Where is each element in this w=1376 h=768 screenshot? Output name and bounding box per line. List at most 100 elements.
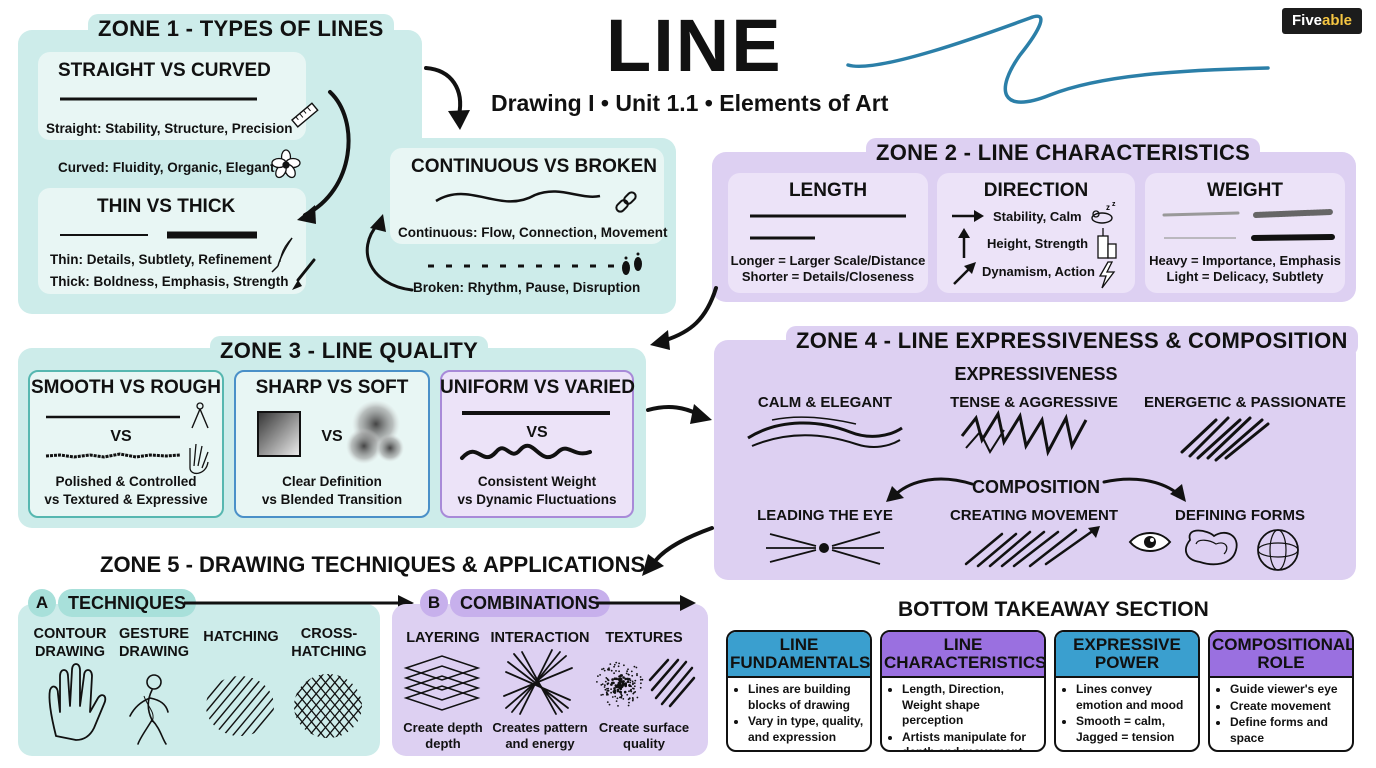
smooth-rough-vs: VS <box>110 428 132 445</box>
combination-interaction-desc2: and energy <box>505 736 575 751</box>
stipple-dot <box>604 684 606 687</box>
stipple-dot <box>633 687 635 690</box>
curved-text: Curved: Fluidity, Organic, Elegant <box>58 160 275 175</box>
stipple-dot <box>614 695 617 698</box>
expressiveness-label: EXPRESSIVENESS <box>954 364 1118 384</box>
building-icon <box>1097 228 1117 259</box>
stipple-dot <box>606 687 608 690</box>
textures-scribble-icon <box>648 658 696 708</box>
combination-textures-desc1: Create surface <box>598 720 690 735</box>
movement-lines <box>964 526 1100 568</box>
stipple-dot <box>604 688 607 691</box>
svg-text:z: z <box>1112 201 1116 208</box>
stipple-dot <box>632 698 634 700</box>
stipple-dot <box>633 685 636 688</box>
zone4-title: ZONE 4 - LINE EXPRESSIVENESS & COMPOSITI… <box>786 326 1358 356</box>
gesture-figure-drawing <box>129 674 169 745</box>
takeaway-heading-line1: COMPOSITIONAL <box>1212 635 1354 654</box>
composition-label: COMPOSITION <box>971 477 1100 497</box>
stipple-dot <box>627 698 630 701</box>
stipple-dot <box>627 673 630 676</box>
weight-lines <box>1162 209 1335 241</box>
combinations-panel <box>392 604 708 756</box>
weight-line2: Light = Delicacy, Subtlety <box>1166 269 1324 284</box>
straight-text: Straight: Stability, Structure, Precisio… <box>46 121 293 136</box>
sharp-soft-visual <box>257 400 404 464</box>
direction-arrows <box>952 210 984 285</box>
technique-crosshatching-l1: CROSS- <box>300 626 358 642</box>
takeaway-heading-line1: LINE <box>943 635 983 654</box>
stipple-dot <box>631 699 634 702</box>
continuous-text: Continuous: Flow, Connection, Movement <box>398 225 668 240</box>
arrow-title-to-zone1 <box>424 66 470 130</box>
direction-heading: DIRECTION <box>983 180 1089 201</box>
zone3-title: ZONE 3 - LINE QUALITY <box>210 336 489 366</box>
stipple-dot <box>633 665 636 668</box>
smooth-rough-heading: SMOOTH VS ROUGH <box>30 377 221 398</box>
stipple-dot <box>625 672 628 675</box>
direction-item-horizontal: Stability, Calm <box>993 209 1082 224</box>
stipple-dot <box>615 700 618 702</box>
stipple-dot <box>604 680 607 683</box>
stipple-dot <box>618 670 620 673</box>
stipple-dot <box>597 675 599 677</box>
energetic-lines <box>1180 416 1270 462</box>
comp-leading-label: LEADING THE EYE <box>757 507 893 524</box>
stipple-dot <box>630 690 633 693</box>
arrow-zone3-to-zone4 <box>646 404 712 424</box>
stipple-dot <box>607 693 609 696</box>
takeaway-header: LINE CHARACTERISTICS <box>882 632 1044 678</box>
stipple-dot <box>615 670 617 672</box>
takeaway-item: Lines are building blocks of drawing <box>748 682 864 713</box>
takeaway-item: Smooth = calm, Jagged = tension <box>1076 714 1192 745</box>
combination-interaction-label: INTERACTION <box>490 630 590 646</box>
technique-hatching-l1: HATCHING <box>203 629 279 645</box>
stipple-dot <box>618 680 622 683</box>
stipple-dot <box>636 696 639 699</box>
combination-textures-desc2: quality <box>623 736 665 751</box>
takeaway-item: Artists manipulate for depth and movemen… <box>902 730 1038 751</box>
uniform-varied-heading: UNIFORM VS VARIED <box>440 377 635 398</box>
sharp-soft-line2: vs Blended Transition <box>261 492 403 507</box>
interaction-icon <box>503 649 573 715</box>
fiveable-logo[interactable]: Fiveable <box>1282 8 1362 34</box>
calm-lines <box>747 416 903 448</box>
straight-curved-heading: STRAIGHT VS CURVED <box>58 60 271 81</box>
stipple-dot <box>639 676 642 678</box>
page-title: LINE <box>606 4 783 87</box>
ruler-icon <box>291 102 319 128</box>
combination-layering-desc1: Create depth <box>403 720 483 735</box>
stipple-dot <box>626 693 629 696</box>
thin-thick-heading: THIN VS THICK <box>97 196 236 217</box>
weight-card <box>1145 173 1345 293</box>
blob-shape-icon <box>1185 529 1238 566</box>
takeaway-list: Lines convey emotion and mood Smooth = c… <box>1056 678 1198 745</box>
logo-text-part2: able <box>1322 12 1353 29</box>
sphere-icon <box>1257 529 1299 571</box>
takeaway-item: Define forms and space <box>1230 715 1346 746</box>
stipple-dot <box>627 668 629 671</box>
stipple-dot <box>609 663 612 665</box>
stipple-dot <box>601 683 604 685</box>
broken-text: Broken: Rhythm, Pause, Disruption <box>413 280 641 295</box>
thin-thick-lines <box>60 231 257 239</box>
sharp-soft-heading: SHARP VS SOFT <box>255 377 409 398</box>
stipple-dot <box>629 679 632 682</box>
stipple-dot <box>639 686 642 689</box>
thin-thick-card <box>38 188 306 294</box>
stipple-dot <box>610 669 613 672</box>
arrow-zone2-to-zone3 <box>650 286 718 350</box>
stipple-dot <box>622 698 625 700</box>
stipple-dot <box>636 674 638 677</box>
continuous-line-sample <box>435 190 601 203</box>
stipple-dot <box>641 678 644 681</box>
takeaway-item: Create movement <box>1230 699 1346 715</box>
length-card <box>728 173 928 293</box>
stipple-dot <box>628 677 631 680</box>
eye-icon <box>1128 532 1172 552</box>
straight-curved-card <box>38 52 306 140</box>
stipple-dot <box>618 682 622 686</box>
combination-layering-label: LAYERING <box>406 630 480 646</box>
sharp-soft-line1: Clear Definition <box>282 474 382 489</box>
stipple-dot <box>607 669 610 671</box>
